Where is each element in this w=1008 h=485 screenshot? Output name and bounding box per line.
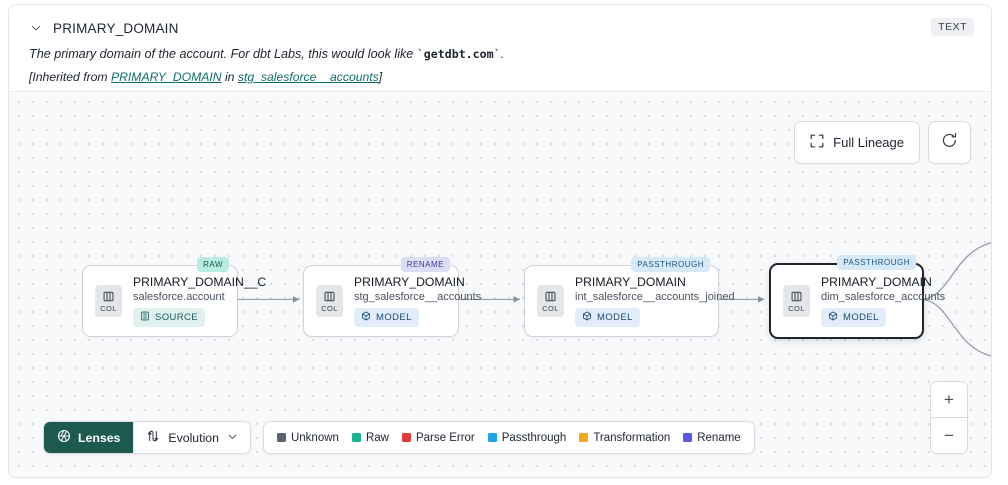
chevron-down-icon[interactable] <box>29 21 43 35</box>
lenses-button[interactable]: Lenses <box>44 422 134 453</box>
inherited-from-line: [Inherited from PRIMARY_DOMAIN in stg_sa… <box>29 69 975 85</box>
column-detail-panel: PRIMARY_DOMAIN TEXT The primary domain o… <box>8 4 992 478</box>
inherited-column-link[interactable]: PRIMARY_DOMAIN <box>110 70 222 84</box>
legend-swatch <box>579 433 589 442</box>
cube-icon <box>361 311 371 324</box>
legend-item-unknown: Unknown <box>276 431 339 444</box>
legend-item-passthrough: Passthrough <box>487 431 567 444</box>
legend-label: Unknown <box>290 431 339 444</box>
cube-icon <box>828 311 838 324</box>
database-icon <box>140 311 150 324</box>
lineage-node[interactable]: RAW COL PRIMARY_DOMAIN__C salesforce.acc… <box>82 257 267 337</box>
inherited-middle: in <box>221 70 238 84</box>
columns-icon: COL <box>95 285 122 317</box>
full-lineage-button[interactable]: Full Lineage <box>794 121 920 164</box>
node-table-name: stg_salesforce__accounts <box>354 291 482 303</box>
inherited-prefix: [Inherited from <box>29 70 111 84</box>
description-text: The primary domain of the account. For d… <box>29 47 417 61</box>
node-chip-label: MODEL <box>597 312 633 323</box>
column-description: The primary domain of the account. For d… <box>29 46 975 63</box>
refresh-icon <box>941 132 958 154</box>
zoom-controls: + − <box>930 381 968 454</box>
node-kind-label: COL <box>788 303 805 313</box>
node-type-chip: MODEL <box>821 308 886 327</box>
legend-swatch <box>401 433 411 442</box>
page-title: PRIMARY_DOMAIN <box>53 20 179 36</box>
legend-label: Rename <box>697 431 741 444</box>
node-kind-label: COL <box>542 303 559 313</box>
node-table-name: salesforce.account <box>133 291 225 303</box>
node-table-name: dim_salesforce_accounts <box>821 291 946 303</box>
node-column-name: PRIMARY_DOMAIN <box>354 275 465 289</box>
lenses-label: Lenses <box>78 430 121 445</box>
node-column-name: PRIMARY_DOMAIN__C <box>133 275 267 289</box>
columns-icon: COL <box>783 285 810 317</box>
legend-label: Raw <box>365 431 389 444</box>
legend-label: Transformation <box>593 431 671 444</box>
canvas-bottom-bar: Lenses Evolution <box>43 421 755 454</box>
node-type-chip: MODEL <box>354 308 419 327</box>
lenses-evolution-group: Lenses Evolution <box>43 421 251 454</box>
node-column-name: PRIMARY_DOMAIN <box>821 275 932 289</box>
legend-item-rename: Rename <box>683 431 741 444</box>
node-type-chip: SOURCE <box>133 308 206 327</box>
legend-swatch <box>683 433 693 442</box>
node-chip-label: MODEL <box>376 312 412 323</box>
lineage-node[interactable]: PASSTHROUGH COL PRIMARY_DOMAIN int_sales… <box>524 257 735 337</box>
full-lineage-label: Full Lineage <box>833 135 904 150</box>
legend-label: Parse Error <box>415 431 475 444</box>
legend-item-parse-error: Parse Error <box>401 431 475 444</box>
node-type-chip: MODEL <box>575 308 640 327</box>
column-header: PRIMARY_DOMAIN TEXT The primary domain o… <box>9 5 991 91</box>
lineage-legend: Unknown Raw Parse Error Passthrough Tran… <box>262 421 755 454</box>
node-chip-label: SOURCE <box>155 312 199 323</box>
refresh-button[interactable] <box>928 121 971 164</box>
node-column-name: PRIMARY_DOMAIN <box>575 275 686 289</box>
type-badge: TEXT <box>931 18 974 36</box>
backtick-close: ` <box>493 47 501 61</box>
zoom-out-button[interactable]: − <box>931 418 967 453</box>
lineage-node[interactable]: RENAME COL PRIMARY_DOMAIN stg_salesforce… <box>303 257 482 337</box>
zoom-divider <box>931 417 967 418</box>
node-tag: RENAME <box>400 257 450 272</box>
node-kind-label: COL <box>321 303 338 313</box>
sort-updown-icon <box>146 429 160 446</box>
evolution-label: Evolution <box>168 430 219 445</box>
aperture-icon <box>57 429 71 446</box>
legend-swatch <box>351 433 361 442</box>
cube-icon <box>582 311 592 324</box>
node-tag: PASSTHROUGH <box>837 255 916 270</box>
description-period: . <box>500 47 505 61</box>
lineage-canvas[interactable]: Full Lineage + − RAW <box>9 91 991 477</box>
node-table-name: int_salesforce__accounts_joined <box>575 291 735 303</box>
expand-icon <box>810 134 824 151</box>
node-chip-label: MODEL <box>843 312 879 323</box>
legend-item-raw: Raw <box>351 431 389 444</box>
columns-icon: COL <box>316 285 343 317</box>
evolution-dropdown[interactable]: Evolution <box>133 422 250 453</box>
legend-swatch <box>276 433 286 442</box>
legend-label: Passthrough <box>501 431 567 444</box>
lineage-node-selected[interactable]: PASSTHROUGH COL PRIMARY_DOMAIN dim_sales… <box>769 255 946 339</box>
legend-item-transformation: Transformation <box>579 432 670 444</box>
node-tag: PASSTHROUGH <box>631 257 710 272</box>
columns-icon: COL <box>537 285 564 317</box>
zoom-in-button[interactable]: + <box>931 382 967 417</box>
canvas-toolbar: Full Lineage <box>794 121 971 164</box>
inherited-suffix: ] <box>378 70 383 84</box>
node-tag: RAW <box>197 257 229 272</box>
backtick-open: ` <box>416 47 424 61</box>
description-code: getdbt.com <box>423 47 494 61</box>
legend-swatch <box>487 433 497 442</box>
inherited-table-link[interactable]: stg_salesforce__accounts <box>237 70 379 84</box>
node-kind-label: COL <box>100 303 117 313</box>
chevron-down-icon <box>227 431 238 445</box>
